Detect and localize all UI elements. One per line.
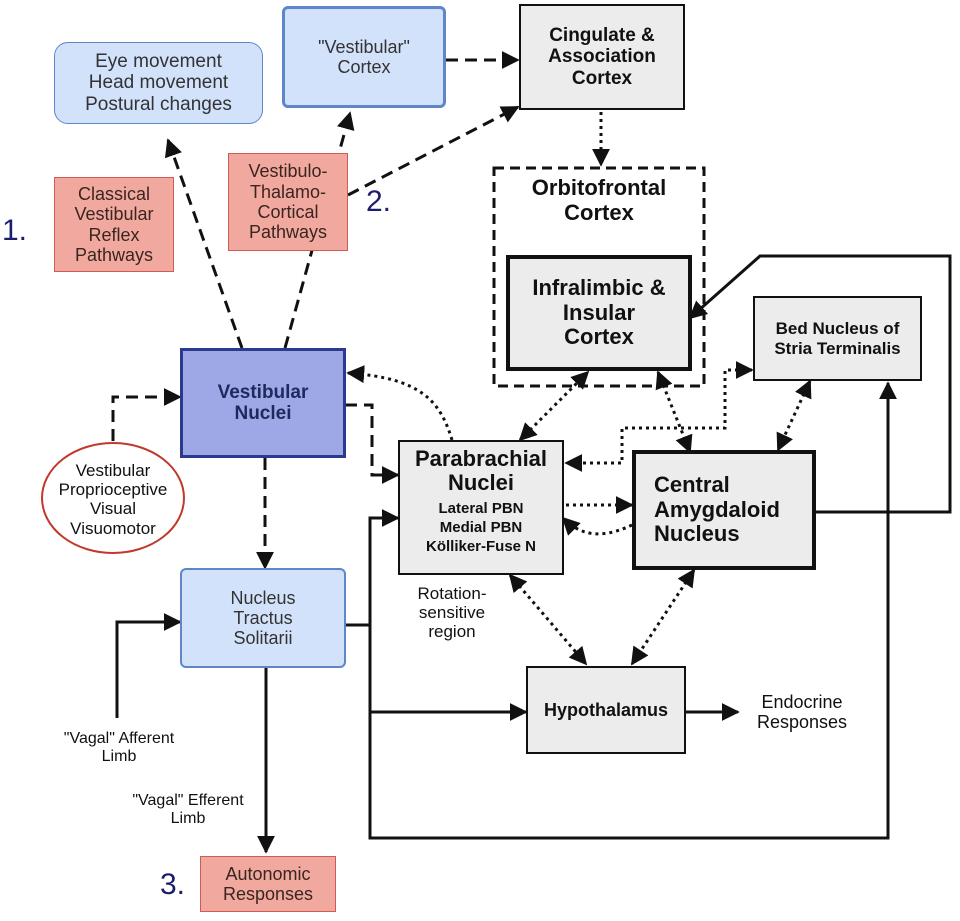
arrow-pathway-to-cingulate (347, 105, 520, 197)
arrow-bed-nucleus-to-parabrachial (564, 361, 754, 472)
arrow-nuclei-to-parabrachial (345, 403, 400, 484)
vestibular-nuclei-box: Vestibular Nuclei (180, 348, 346, 458)
cingulate-box: Cingulate & Association Cortex (519, 4, 685, 110)
pathway-number-3: 3. (160, 868, 186, 901)
parabrachial-subnuclei: Lateral PBN Medial PBN Kölliker-Fuse N (425, 500, 537, 555)
pathway-number-2: 2. (366, 185, 392, 218)
vestibular-cortex-box: "Vestibular" Cortex (282, 6, 446, 108)
arrow-parabrachial-to-nuclei (346, 365, 454, 441)
arrow-afferent-to-nts (115, 613, 182, 718)
arrow-parabrachial-hypothalamus (508, 573, 588, 666)
bed-nucleus-box: Bed Nucleus of Stria Terminalis (753, 296, 922, 381)
vagal-efferent-label: "Vagal" Efferent Limb (132, 792, 244, 828)
central-amygdaloid-box: Central Amygdaloid Nucleus (632, 450, 816, 570)
vagal-afferent-label: "Vagal" Afferent Limb (63, 730, 175, 766)
parabrachial-box: Parabrachial Nuclei Lateral PBN Medial P… (398, 440, 564, 575)
arrow-amygdaloid-to-parabrachial (561, 516, 633, 536)
arrow-nts-to-parabrachial (368, 509, 400, 625)
hypothalamus-box: Hypothalamus (526, 666, 686, 754)
endocrine-label: Endocrine Responses (756, 692, 848, 733)
nts-box: Nucleus Tractus Solitarii (180, 568, 346, 668)
autonomic-box: Autonomic Responses (200, 856, 336, 912)
arrow-bed-nucleus-amygdaloid (776, 379, 812, 452)
classical-pathways-box: Classical Vestibular Reflex Pathways (54, 177, 174, 272)
inputs-label: Vestibular Proprioceptive Visual Visuomo… (58, 461, 168, 538)
arrow-inputs-to-nuclei (111, 388, 182, 460)
pathway-number-1: 1. (2, 214, 28, 247)
orbitofrontal-label: Orbitofrontal Cortex (531, 175, 667, 225)
rotation-region-label: Rotation- sensitive region (417, 584, 487, 642)
arrow-amygdaloid-to-infralimbic (688, 254, 952, 514)
motor-output-box: Eye movement Head movement Postural chan… (54, 42, 263, 124)
parabrachial-title: Parabrachial Nuclei (414, 446, 548, 496)
line-nts-trunk (346, 381, 897, 840)
arrow-amygdaloid-hypothalamus (630, 568, 696, 666)
infralimbic-box: Infralimbic & Insular Cortex (506, 255, 692, 371)
thalamocortical-pathways-box: Vestibulo- Thalamo- Cortical Pathways (228, 153, 348, 251)
arrow-parabrachial-infralimbic (518, 370, 590, 442)
inputs-circle (41, 442, 185, 554)
arrow-infralimbic-amygdaloid (655, 370, 693, 454)
